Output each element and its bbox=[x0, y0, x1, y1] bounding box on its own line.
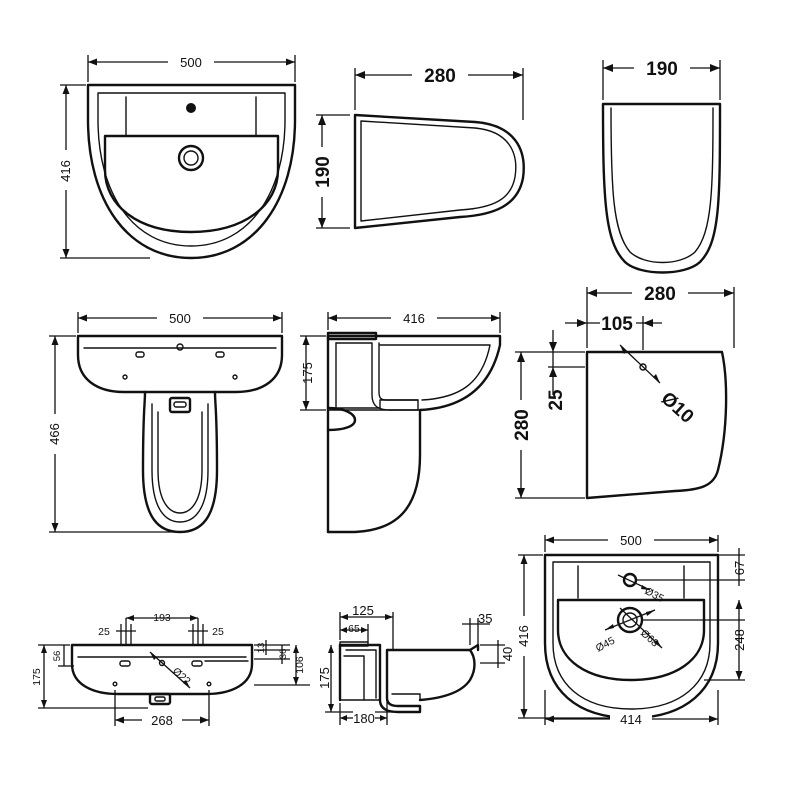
side-rim-dimension: 175 bbox=[300, 335, 326, 411]
side-rim-label: 175 bbox=[300, 362, 315, 384]
front-detail-13-label: 13 bbox=[256, 643, 267, 654]
pedestal-side-length-dimension: 280 bbox=[586, 282, 735, 348]
pedestal-front-width-label: 190 bbox=[646, 59, 678, 80]
front-detail-268-label: 268 bbox=[151, 713, 173, 728]
front-detail-25b-label: 25 bbox=[212, 626, 224, 638]
plan-tap-label: 67 bbox=[732, 561, 747, 575]
side-detail-65-label: 65 bbox=[348, 623, 360, 635]
side-detail-dimensions: 125 65 35 40 175 180 bbox=[317, 603, 515, 726]
plan-depth-label: 416 bbox=[516, 625, 531, 647]
pedestal-side-length-label: 280 bbox=[644, 284, 676, 305]
top-width-dimension: 500 bbox=[87, 54, 296, 82]
side-detail-view bbox=[338, 641, 480, 714]
plan-bowl-label: 414 bbox=[620, 712, 642, 727]
pedestal-side-top-view bbox=[353, 113, 525, 230]
side-depth-dimension: 416 bbox=[327, 310, 501, 333]
pedestal-length-dimension: 280 bbox=[354, 64, 524, 120]
side-detail-175-label: 175 bbox=[317, 667, 332, 689]
side-detail-125-label: 125 bbox=[352, 603, 374, 618]
front-detail-106-label: 106 bbox=[294, 656, 306, 674]
front-detail-193-label: 193 bbox=[153, 612, 171, 624]
pedestal-offset-label: 105 bbox=[601, 314, 633, 335]
front-detail-25a-label: 25 bbox=[98, 626, 110, 638]
front-width-label: 500 bbox=[169, 311, 191, 326]
front-detail-36-label: 36 bbox=[278, 649, 289, 660]
side-elevation-view bbox=[326, 331, 502, 534]
front-detail-waste-label: Ø22 bbox=[170, 665, 193, 687]
front-detail-175-label: 175 bbox=[31, 668, 43, 686]
plan-waste-inner-label: Ø68 bbox=[638, 627, 661, 649]
front-height-dimension: 466 bbox=[47, 335, 176, 533]
front-detail-dimensions: 193 25 25 175 56 13 36 106 268 bbox=[31, 612, 310, 728]
pedestal-side-height-label: 280 bbox=[512, 409, 533, 441]
plan-width-label: 500 bbox=[620, 533, 642, 548]
pedestal-side-view: Ø10 bbox=[585, 344, 728, 500]
side-detail-40-label: 40 bbox=[500, 647, 515, 661]
pedestal-front-top-view bbox=[601, 102, 722, 274]
side-depth-label: 416 bbox=[403, 311, 425, 326]
side-detail-180-label: 180 bbox=[353, 711, 375, 726]
plan-tap-hole-label: Ø35 bbox=[643, 585, 666, 605]
pedestal-height-dimension: 190 bbox=[312, 114, 350, 229]
plan-detail-dimensions: 500 416 67 248 414 bbox=[516, 532, 747, 727]
side-detail-35-label: 35 bbox=[478, 611, 492, 626]
pedestal-length-label: 280 bbox=[424, 66, 456, 87]
pedestal-fix-dimension: 25 bbox=[546, 330, 585, 411]
front-elevation-view bbox=[76, 334, 284, 534]
front-height-label: 466 bbox=[47, 423, 62, 445]
front-width-dimension: 500 bbox=[77, 310, 283, 333]
pedestal-front-width-dimension: 190 bbox=[602, 57, 721, 100]
pedestal-side-height-dimension: 280 bbox=[511, 351, 585, 499]
plan-waste-depth-label: 248 bbox=[732, 629, 747, 651]
basin-top-view bbox=[86, 83, 297, 260]
top-depth-label: 416 bbox=[58, 160, 73, 182]
pedestal-hole-label: Ø10 bbox=[657, 388, 698, 428]
front-detail-view: Ø22 bbox=[70, 643, 254, 706]
pedestal-height-label: 190 bbox=[313, 156, 334, 188]
top-width-label: 500 bbox=[180, 55, 202, 70]
top-depth-dimension: 416 bbox=[58, 84, 150, 259]
front-detail-56-label: 56 bbox=[52, 651, 63, 662]
plan-waste-outer-label: Ø45 bbox=[594, 635, 617, 655]
pedestal-fix-label: 25 bbox=[546, 389, 567, 411]
pedestal-offset-dimension: 105 bbox=[565, 313, 662, 350]
